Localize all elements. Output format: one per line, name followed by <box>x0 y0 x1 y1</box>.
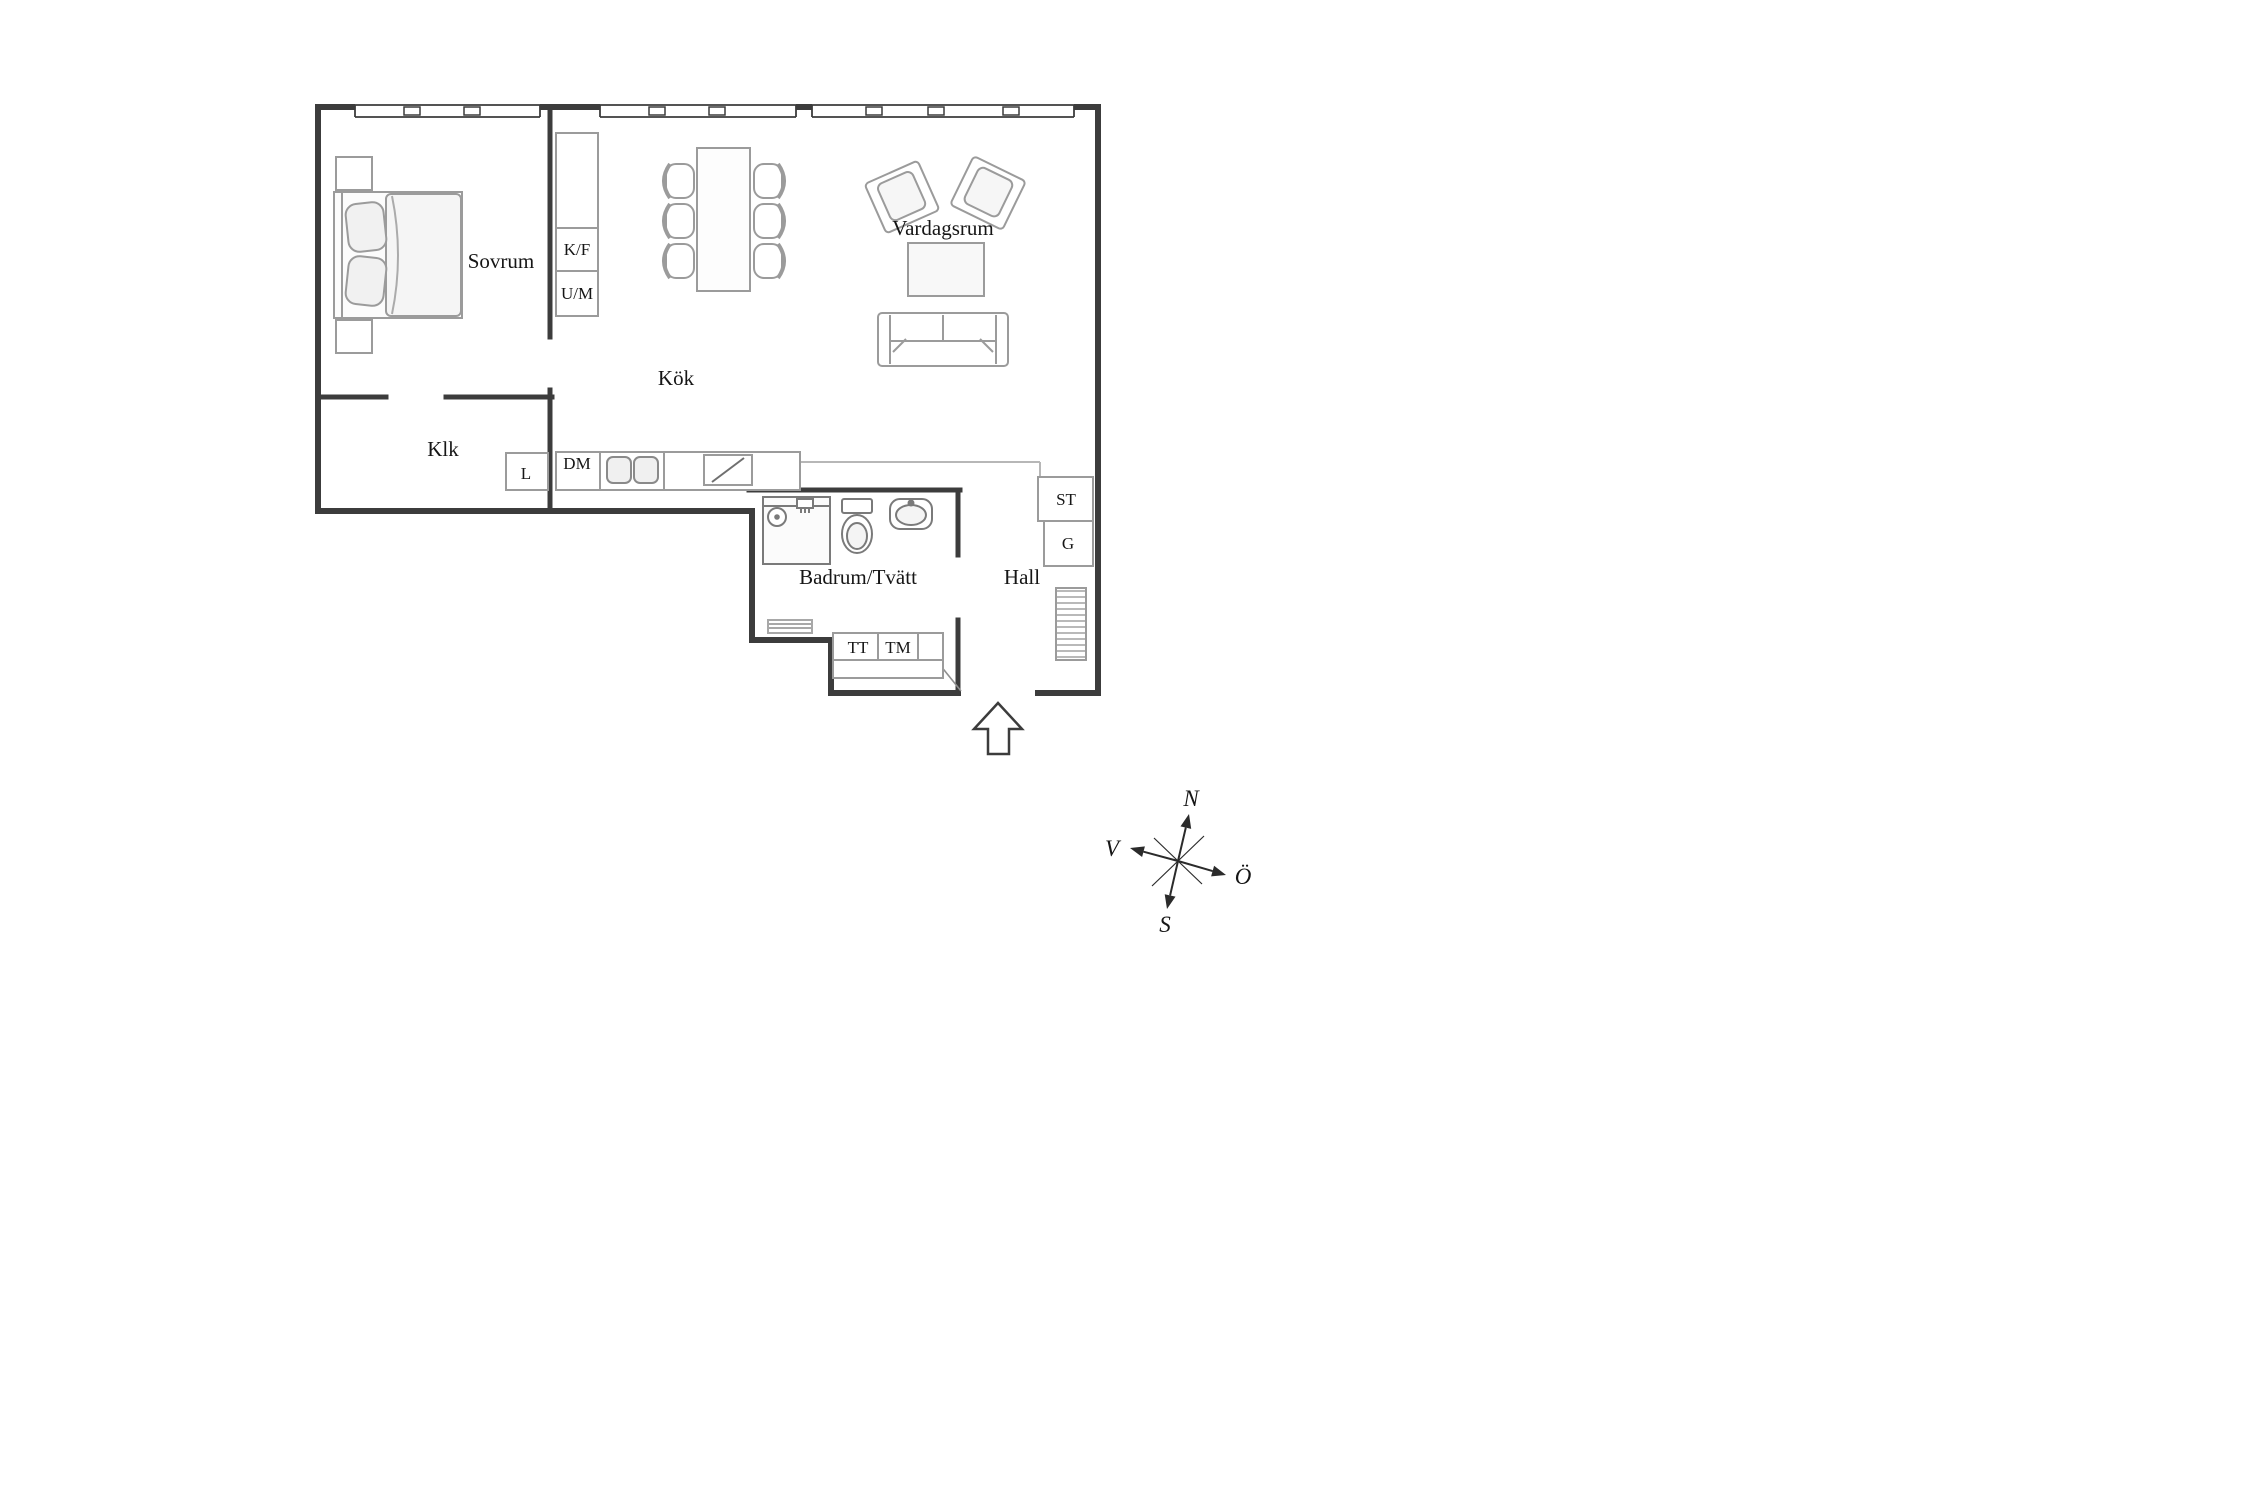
fixture-label-l: L <box>521 464 531 483</box>
coffee-table <box>907 242 985 297</box>
armchair-1 <box>864 160 940 234</box>
radiator <box>1055 587 1087 661</box>
kitchen-tall-cabinets <box>555 132 599 317</box>
toilet <box>841 498 873 554</box>
compass-arrow-o <box>1211 865 1226 877</box>
compass-label-west: V <box>1105 836 1122 861</box>
fixture-label-st: ST <box>1056 490 1076 509</box>
room-label-badrum-tvatt: Badrum/Tvätt <box>799 565 917 589</box>
window-opening-2 <box>600 103 796 111</box>
counter-edge-line <box>800 461 1041 478</box>
entrance-arrow-icon <box>971 701 1025 756</box>
stove <box>703 454 753 486</box>
bathroom-fixtures <box>762 496 944 679</box>
bed-duvet <box>385 193 462 317</box>
fixture-label-tm: TM <box>885 638 911 657</box>
washbasin <box>889 498 933 530</box>
windows <box>354 103 1075 118</box>
outer-walls <box>315 104 1101 696</box>
kitchen-counter <box>555 451 801 491</box>
fixture-label-kf: K/F <box>564 240 590 259</box>
dining-set <box>662 147 786 292</box>
bedroom-furniture <box>333 156 463 354</box>
hall-fixtures <box>1037 476 1094 661</box>
compass-label-south: S <box>1159 912 1171 937</box>
compass-arrow-n <box>1180 814 1192 829</box>
fixture-label-um: U/M <box>561 284 593 303</box>
window-opening-1 <box>355 103 540 111</box>
compass-arrow-s <box>1164 894 1176 909</box>
sofa <box>877 312 1009 367</box>
shower <box>762 496 831 565</box>
fixture-label-tt: TT <box>848 638 869 657</box>
dining-chairs <box>662 162 786 280</box>
room-label-vardagsrum: Vardagsrum <box>892 216 993 240</box>
compass-arrow-v <box>1130 846 1145 857</box>
washer-dryer-unit <box>832 632 944 679</box>
entrance-door-opening <box>961 689 1035 698</box>
kitchen-sink <box>606 456 659 484</box>
nightstand-bottom <box>335 319 373 354</box>
room-label-hall: Hall <box>1004 565 1040 589</box>
bed-duvet-fold <box>391 195 399 315</box>
nightstand-top <box>335 156 373 191</box>
double-bed <box>333 191 463 319</box>
room-label-klk: Klk <box>427 437 459 461</box>
room-label-sovrum: Sovrum <box>468 249 535 273</box>
room-label-kok: Kök <box>658 366 695 390</box>
compass-label-east: Ö <box>1235 864 1252 889</box>
fixture-label-g: G <box>1062 534 1074 553</box>
armchair-2 <box>950 156 1026 230</box>
window-mullions <box>403 106 1020 116</box>
living-room-furniture <box>864 156 1026 367</box>
fixture-label-dm: DM <box>563 454 590 473</box>
bed-pillow-2 <box>344 255 388 307</box>
floor-drain-mat <box>767 619 813 634</box>
compass-rose-icon: N V Ö S <box>1105 786 1252 937</box>
compass-label-north: N <box>1182 786 1200 811</box>
dining-table <box>696 147 751 292</box>
closet-cabinet-l <box>505 452 549 491</box>
hall-cabinet-g <box>1043 520 1094 567</box>
bed-pillow-1 <box>344 201 388 253</box>
